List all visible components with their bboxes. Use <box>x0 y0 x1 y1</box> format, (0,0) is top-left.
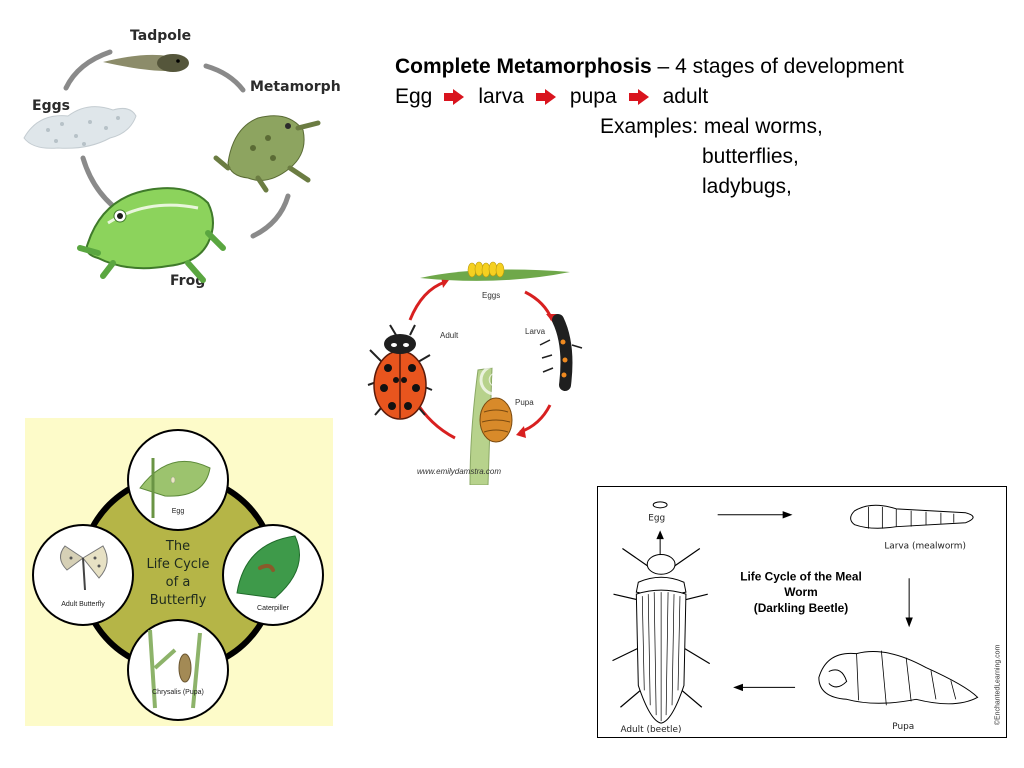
darkling-beetle-icon <box>612 548 711 724</box>
heading-title: Complete Metamorphosis <box>395 55 652 78</box>
butterfly-cycle-diagram: The Life Cycle of a Butterfly Egg Caterp… <box>32 429 324 721</box>
right-arrow-icon <box>535 89 556 105</box>
title-line-1: Life Cycle of the Meal <box>740 569 862 583</box>
adult-frog-icon <box>77 187 226 283</box>
label-egg: Egg <box>172 508 185 515</box>
watermark-url: www.emilydamstra.com <box>417 467 501 476</box>
label-egg: Egg <box>648 514 665 524</box>
stem-with-pupa-icon <box>469 367 513 485</box>
copyright-watermark-icon: © <box>479 364 511 396</box>
stage-circle-egg: Egg <box>127 429 229 531</box>
label-chrysalis: Chrysalis (Pupa) <box>152 689 204 696</box>
title-line-3: (Darkling Beetle) <box>754 601 849 615</box>
examples-list: butterflies, ladybugs, <box>702 142 799 202</box>
adult-ladybug-icon <box>367 324 433 420</box>
stage-pupa: pupa <box>569 85 617 108</box>
label-adult-butterfly: Adult Butterfly <box>61 601 105 608</box>
copyright-symbol: © <box>486 368 506 392</box>
label-pupa: Pupa <box>892 722 914 732</box>
leaf-with-eggs-icon <box>420 261 570 281</box>
center-title-line-1: The <box>165 539 190 554</box>
label-caterpillar: Caterpiller <box>257 605 290 612</box>
label-eggs: Eggs <box>32 98 70 114</box>
butterfly-life-cycle-panel: The Life Cycle of a Butterfly Egg Caterp… <box>25 418 333 726</box>
stage-larva: larva <box>478 85 524 108</box>
label-larva: Larva (mealworm) <box>884 542 966 552</box>
heading-title-line: Complete Metamorphosis – 4 stages of dev… <box>395 52 904 82</box>
stage-circle-caterpillar: Caterpiller <box>222 524 324 626</box>
example-ladybugs: ladybugs, <box>702 175 792 198</box>
ladybug-life-cycle: Eggs Larva Pupa Adult © www.emilydamstra… <box>367 261 583 485</box>
stage-egg: Egg <box>395 85 433 108</box>
label-pupa: Pupa <box>515 398 534 407</box>
title-line-2: Worm <box>784 585 817 599</box>
mealworm-egg-icon <box>652 501 668 509</box>
heading-block: Complete Metamorphosis – 4 stages of dev… <box>395 52 904 112</box>
label-tadpole: Tadpole <box>130 28 191 44</box>
mealworm-life-cycle: Egg Larva (mealworm) Life Cycle of the M… <box>597 486 1007 738</box>
example-butterflies: butterflies, <box>702 145 799 168</box>
ladybug-larva-icon <box>539 314 583 391</box>
label-adult: Adult <box>440 331 459 340</box>
center-title-line-3: of a <box>166 575 191 590</box>
label-larva: Larva <box>525 327 546 336</box>
mealworm-larva-icon <box>850 504 974 529</box>
label-eggs: Eggs <box>482 291 500 300</box>
frog-eggs-icon <box>23 106 137 149</box>
center-title-line-4: Butterfly <box>150 593 207 608</box>
cycle-arrows <box>656 511 913 692</box>
heading-subtitle: – 4 stages of development <box>651 55 904 78</box>
stage-circle-chrysalis: Chrysalis (Pupa) <box>127 619 229 721</box>
stage-circle-adult-butterfly: Adult Butterfly <box>32 524 134 626</box>
center-title-line-2: Life Cycle <box>146 557 209 572</box>
stage-adult: adult <box>662 85 709 108</box>
stage-sequence: Egg larva pupa adult <box>395 82 904 112</box>
copyright-label: ©EnchantedLearning.com <box>993 645 1001 726</box>
tadpole-icon <box>103 54 189 72</box>
label-adult: Adult (beetle) <box>620 725 681 735</box>
examples-label: Examples: meal worms, <box>600 115 823 138</box>
right-arrow-icon <box>628 89 649 105</box>
right-arrow-icon <box>444 89 465 105</box>
mealworm-pupa-icon <box>818 650 979 706</box>
metamorph-frog-icon <box>213 115 321 193</box>
frog-life-cycle: Tadpole Metamorph Eggs Frog <box>23 28 341 289</box>
label-metamorph: Metamorph <box>250 79 341 95</box>
